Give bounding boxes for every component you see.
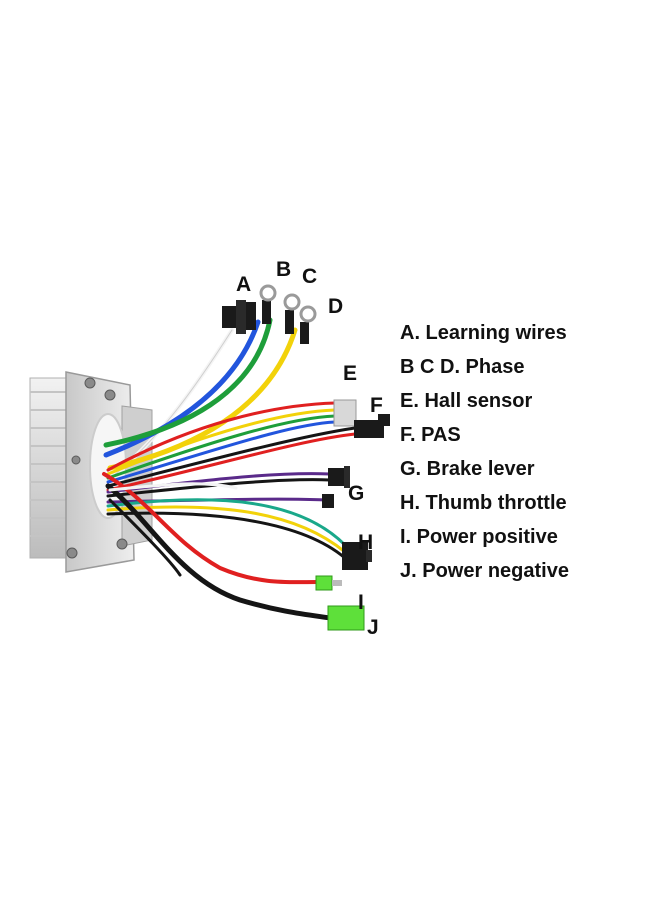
legend-item-pas: F. PAS — [400, 424, 461, 446]
connector-phase-c — [283, 293, 301, 334]
wire-power-red — [102, 472, 320, 585]
wire-hall-yellow — [106, 408, 337, 476]
wire-throttle-teal — [106, 498, 347, 547]
wire-phase-green — [103, 317, 273, 448]
wire-throttle-black — [106, 511, 347, 560]
callout-d: D — [328, 295, 343, 318]
legend-item-brake-lever: G. Brake lever — [400, 458, 535, 480]
connector-phase-d — [299, 305, 317, 344]
connector-phase-b — [259, 284, 277, 324]
legend-item-power-negative: J. Power negative — [400, 560, 569, 582]
connector-power-positive — [315, 575, 342, 591]
wire-phase-blue — [103, 319, 261, 458]
callout-f: F — [370, 394, 383, 417]
wire-harness — [102, 317, 357, 621]
legend-item-hall-sensor: E. Hall sensor — [400, 390, 533, 412]
screw-top-right — [104, 389, 116, 401]
screw-bottom-right — [116, 538, 128, 550]
connector-learning — [222, 300, 256, 334]
wire-loose-black — [108, 498, 182, 577]
wire-pas-black — [106, 426, 357, 488]
wire-hall-green — [106, 414, 337, 480]
connector-brake-2 — [322, 494, 334, 508]
connector-throttle — [342, 542, 372, 570]
callout-i: I — [358, 591, 364, 614]
callout-e: E — [343, 362, 357, 385]
callout-g: G — [348, 482, 364, 505]
screw-bottom-left — [66, 547, 78, 559]
callout-b: B — [276, 258, 291, 281]
wire-legend: A. Learning wires B C D. Phase E. Hall s… — [400, 316, 650, 588]
callout-c: C — [302, 265, 317, 288]
connector-power-negative — [327, 605, 365, 631]
legend-item-phase: B C D. Phase — [400, 356, 525, 378]
connector-hall-pas — [333, 399, 390, 438]
wire-pas-red — [106, 432, 357, 492]
wire-throttle-yellow — [106, 505, 347, 554]
screw-mid-left — [71, 455, 81, 465]
screw-top-left — [84, 377, 96, 389]
wire-loose-white — [108, 482, 238, 492]
wire-hall-blue — [106, 420, 337, 484]
callout-j: J — [367, 616, 379, 639]
wire-brake-black — [106, 478, 332, 498]
wire-power-black — [105, 483, 333, 621]
wire-hall-red — [106, 401, 337, 472]
callout-h: H — [358, 531, 373, 554]
controller-housing — [29, 371, 153, 573]
connector-brake — [328, 466, 350, 488]
legend-item-power-positive: I. Power positive — [400, 526, 558, 548]
legend-item-thumb-throttle: H. Thumb throttle — [400, 492, 567, 514]
callout-a: A — [236, 273, 251, 296]
legend-item-learning-wires: A. Learning wires — [400, 322, 567, 344]
